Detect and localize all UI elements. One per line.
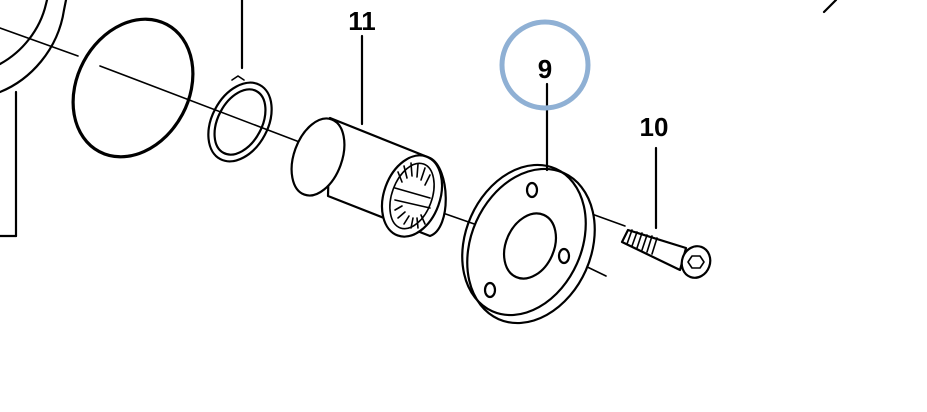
- flange-plate-part-9: [461, 82, 596, 325]
- coupling-sleeve-part-11: [290, 34, 447, 238]
- callout-label-9: 9: [538, 54, 552, 84]
- screw-thread: [626, 229, 658, 255]
- callout-label-10: 10: [640, 112, 669, 142]
- housing-left-partial: [0, 0, 68, 238]
- partial-leader-line-top-right: [822, 0, 838, 14]
- callout-label-11: 11: [348, 6, 376, 36]
- snap-ring: [207, 0, 273, 163]
- spline-teeth: [394, 162, 431, 229]
- highlight-circle: [499, 19, 591, 111]
- cap-screw-part-10: [620, 146, 712, 279]
- o-ring: [71, 17, 195, 159]
